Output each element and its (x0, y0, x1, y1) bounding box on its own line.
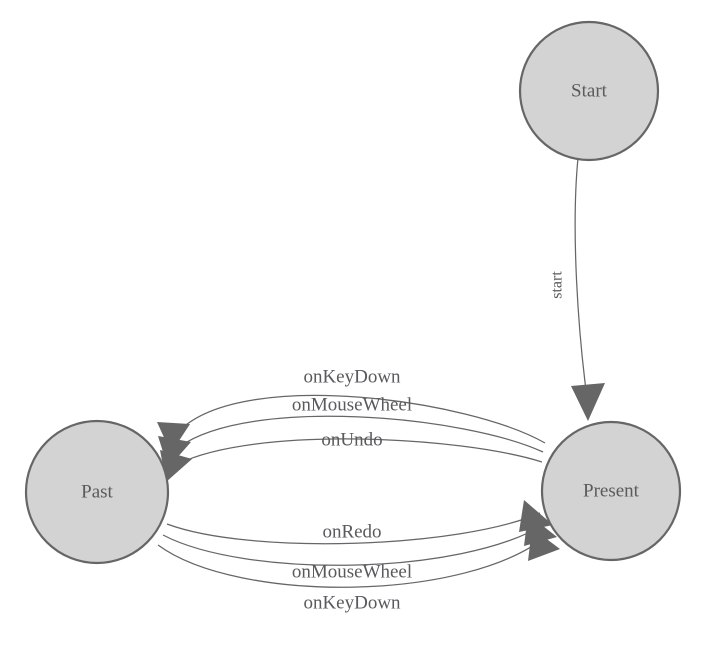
edge-onkeydown-to-past-label: onKeyDown (303, 366, 401, 387)
edge-start[interactable]: start (549, 157, 605, 421)
edge-onkeydown-to-present-arrowhead (528, 528, 560, 561)
edge-onmousewheel-to-present-path (162, 523, 546, 566)
edge-onmousewheel-to-present-label: onMouseWheel (292, 561, 412, 582)
node-past-label: Past (81, 481, 113, 502)
edge-onkeydown-to-past-path (179, 394, 546, 444)
edge-onundo-to-past[interactable]: onUndo (160, 429, 543, 482)
node-present[interactable]: Present (540, 420, 682, 562)
edge-onkeydown-to-present-path (157, 533, 550, 588)
edge-start-arrowhead (571, 383, 605, 421)
node-start-circle (518, 20, 660, 162)
edge-onmousewheel-to-past[interactable]: onMouseWheel (158, 394, 544, 468)
edge-onredo-to-present[interactable]: onRedo (166, 500, 553, 545)
edge-onmousewheel-to-present[interactable]: onMouseWheel (162, 514, 557, 582)
edge-onundo-to-past-label: onUndo (321, 429, 382, 450)
node-present-circle (540, 420, 682, 562)
node-present-label: Present (583, 480, 640, 501)
edge-onkeydown-to-present[interactable]: onKeyDown (157, 528, 560, 613)
edge-onredo-to-present-path (166, 512, 541, 545)
edge-onundo-to-past-arrowhead (160, 450, 192, 482)
node-start-label: Start (571, 80, 608, 101)
node-start[interactable]: Start (518, 20, 660, 162)
node-past-circle (24, 419, 170, 565)
edge-onredo-to-present-label: onRedo (322, 521, 381, 542)
edge-onmousewheel-to-past-label: onMouseWheel (292, 394, 412, 415)
edge-onundo-to-past-path (177, 438, 543, 465)
edge-onmousewheel-to-past-path (178, 415, 544, 453)
edge-onkeydown-to-past[interactable]: onKeyDown (157, 366, 546, 453)
edge-onkeydown-to-present-label: onKeyDown (303, 592, 401, 613)
node-past[interactable]: Past (24, 419, 170, 565)
edge-start-label: start (549, 271, 566, 299)
edge-onkeydown-to-past-arrowhead (157, 422, 190, 453)
edge-start-path (574, 157, 588, 399)
